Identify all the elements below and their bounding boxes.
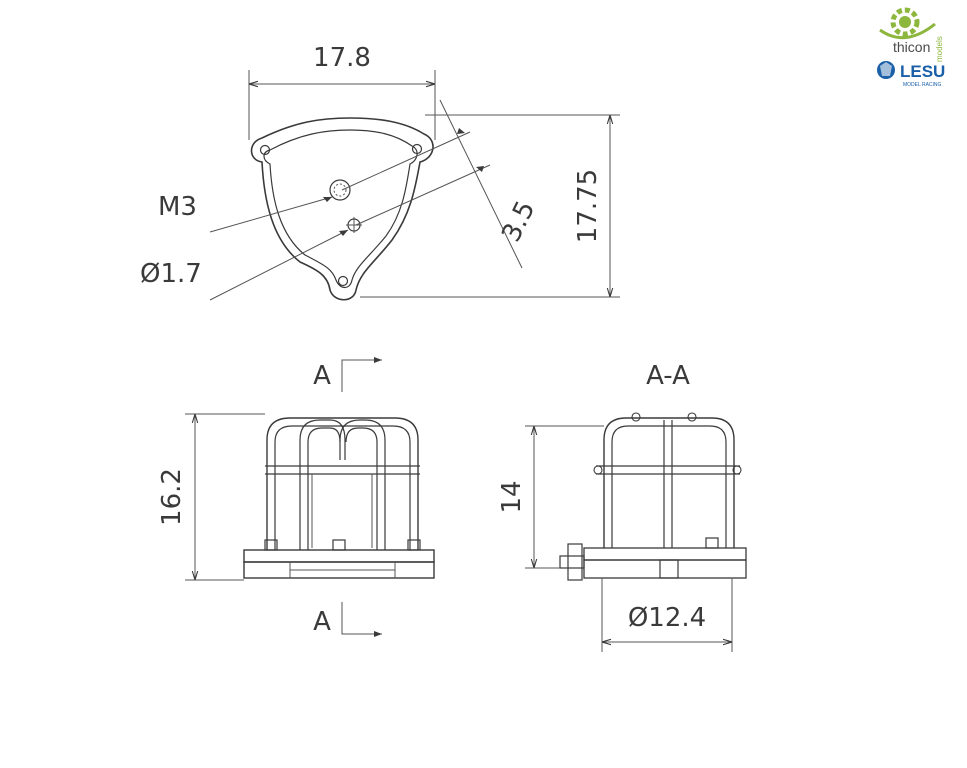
offset-dim-line [439, 99, 523, 269]
section-arrow-bottom [341, 602, 382, 635]
section-base-top [583, 547, 747, 561]
section-rivet-2 [687, 412, 697, 422]
hole-leader-arrow [339, 230, 348, 236]
thicon-logo: thicon models [879, 7, 944, 62]
m3-label: M3 [158, 192, 197, 222]
section-base-bottom [583, 559, 747, 579]
cage-bar-2-inner [345, 427, 378, 550]
thicon-sub: models [935, 36, 944, 62]
base-bottom [243, 561, 435, 579]
height-dim-text: 17.75 [573, 169, 603, 243]
front-view: A A 16.2 [157, 357, 435, 637]
cage-bar-1 [299, 419, 346, 550]
section-ring-end-left [593, 465, 603, 475]
diameter-dim-text: Ø12.4 [628, 603, 706, 633]
width-dim-text: 17.8 [313, 43, 371, 73]
section-label-bottom: A [313, 607, 331, 637]
thicon-gear-icon [879, 7, 936, 40]
base-top [243, 549, 435, 563]
section-nut [705, 537, 719, 549]
cage-outer [266, 417, 419, 550]
hole-leader [209, 229, 349, 301]
section-label-top: A [313, 361, 331, 391]
top-view: 17.8 17.75 3.5 M3 Ø1.7 [140, 43, 620, 301]
section-arrow-top [341, 359, 382, 392]
top-view-outline [250, 117, 434, 301]
mount-hole-left [259, 144, 271, 156]
thicon-name: thicon [893, 39, 930, 55]
offset-arrow-1 [457, 128, 465, 134]
section-screw [567, 543, 583, 581]
section-title: A-A [646, 361, 690, 391]
lesu-name: LESU [900, 62, 945, 81]
cage-bar-1-inner [307, 427, 341, 550]
m3-leader-arrow [323, 197, 332, 202]
front-height-dim-text: 16.2 [157, 468, 187, 526]
screw-center [332, 539, 346, 551]
cage-outer-inner [274, 425, 411, 550]
offset-ext-2 [355, 164, 491, 226]
lesu-lion-icon [877, 61, 895, 79]
screw-right [407, 539, 421, 551]
m3-hole [329, 179, 351, 201]
top-view-inner-outline [263, 129, 418, 289]
offset-ext-1 [341, 131, 471, 191]
section-rivet-1 [631, 412, 641, 422]
lesu-logo: LESU MODEL RACING [877, 61, 945, 88]
section-arrow-top-head [374, 357, 382, 363]
section-height-dim-text: 14 [497, 480, 527, 513]
mount-hole-right [411, 143, 423, 155]
offset-dim-text: 3.5 [496, 196, 541, 246]
section-arrow-bottom-head [374, 631, 382, 637]
section-ring-end-right [732, 465, 742, 475]
m3-thread [333, 183, 347, 197]
section-center-gap [659, 559, 679, 579]
cage-bar-2 [339, 419, 386, 550]
m3-leader [209, 196, 333, 233]
screw-left [264, 539, 278, 551]
section-cage-inner [611, 425, 727, 548]
section-view: A-A 14 Ø12.4 [497, 361, 747, 652]
lesu-sub: MODEL RACING [903, 82, 942, 88]
cage-front [265, 417, 420, 550]
section-screw-head [559, 555, 585, 569]
mount-hole-bottom [337, 275, 349, 287]
offset-arrow-2 [476, 166, 484, 172]
section-cage-outer [603, 417, 735, 548]
hole-label: Ø1.7 [140, 259, 202, 289]
